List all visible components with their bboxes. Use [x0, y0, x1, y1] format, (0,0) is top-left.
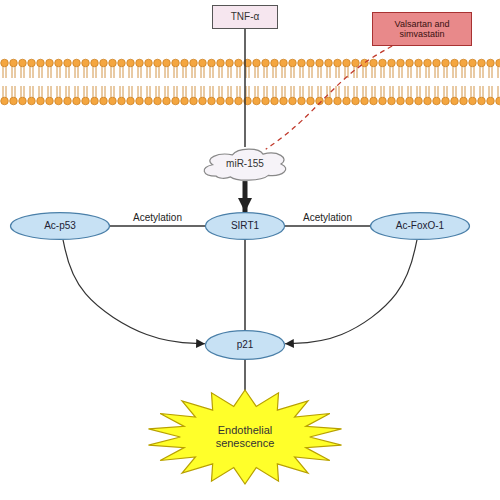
- cell-membrane: [0, 58, 500, 106]
- node-outline-shape: [148, 390, 341, 484]
- node-label: Valsartan and simvastatin: [373, 19, 471, 40]
- pathway-connector: [285, 240, 417, 344]
- pathway-connector: [243, 181, 248, 212]
- pathway-connector: [110, 225, 205, 227]
- node-label: miR-155: [222, 158, 268, 170]
- node-label: p21: [233, 339, 258, 351]
- cloud-shape: miR-155: [200, 145, 290, 183]
- pathway-connector: [244, 240, 246, 330]
- molecule-ellipse: SIRT1: [205, 212, 285, 240]
- node-label: SIRT1: [227, 220, 263, 232]
- node-label: Ac-FoxO-1: [392, 220, 448, 232]
- molecule-ellipse: p21: [205, 330, 285, 360]
- node-label: TNF-α: [227, 11, 264, 23]
- node-label: Endothelial senescence: [187, 424, 303, 449]
- pathway-connector: [244, 29, 246, 147]
- pathway-connector: [63, 240, 205, 344]
- molecule-ellipse: Ac-p53: [10, 212, 110, 240]
- edge-label: Acetylation: [133, 212, 182, 223]
- outcome-burst: Endothelial senescence: [147, 390, 343, 484]
- node-label: Ac-p53: [40, 220, 80, 232]
- molecule-ellipse: Ac-FoxO-1: [370, 212, 470, 240]
- node-outline-shape: [11, 213, 110, 240]
- node-outline-shape: [371, 213, 470, 240]
- process-box: Valsartan and simvastatin: [372, 12, 472, 46]
- edge-label: Acetylation: [303, 212, 352, 223]
- process-box: TNF-α: [212, 5, 278, 29]
- node-outline-shape: [205, 213, 284, 240]
- pathway-connector: [285, 225, 370, 227]
- inhibition-link: [266, 46, 392, 149]
- node-outline-shape: [204, 149, 286, 180]
- node-outline-shape: [205, 331, 284, 360]
